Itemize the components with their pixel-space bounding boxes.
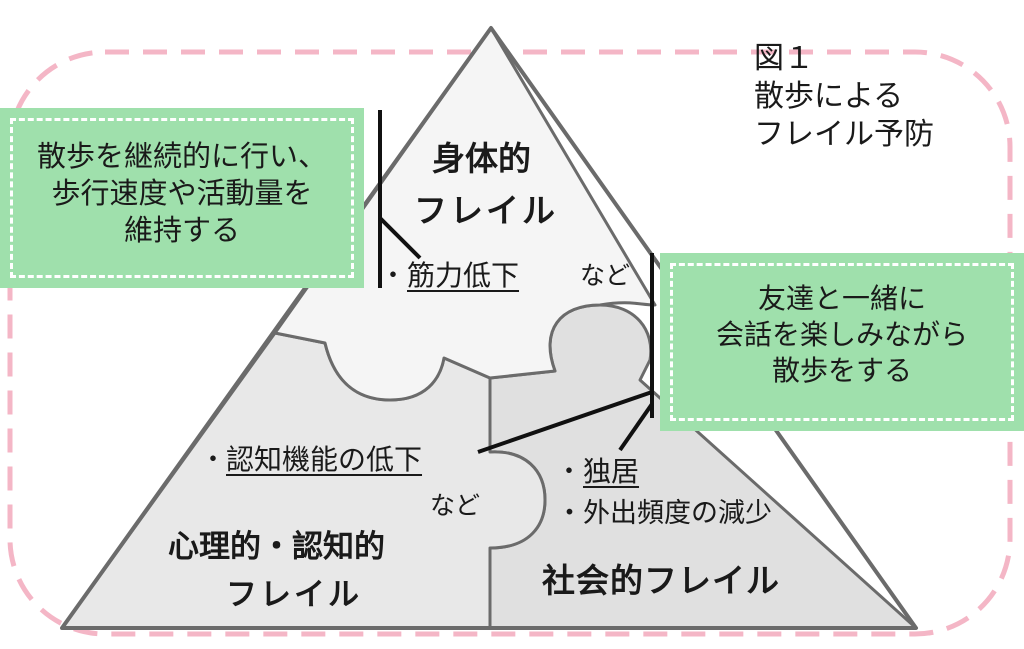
social-item2: ・外出頻度の減少 (556, 498, 772, 529)
psych-item: 認知機能の低下 (226, 443, 423, 476)
psych-bullet: ・ (200, 445, 227, 475)
right-pointer-diag (618, 402, 654, 452)
physical-etc: など (580, 261, 631, 290)
psych-title-line1: 心理的・認知的 (168, 529, 385, 565)
figure-number: 図１ (754, 41, 814, 76)
tip-box-left-border (10, 118, 354, 278)
social-title: 社会的フレイル (542, 561, 780, 600)
physical-item: 筋力低下 (407, 259, 520, 292)
tip-left-line2: 歩行速度や活動量を (51, 176, 313, 211)
tip-box-right-text: 友達と一緒に 会話を楽しみながら 散歩をする (660, 281, 1024, 388)
tip-box-left-text: 散歩を継続的に行い、 歩行速度や活動量を 維持する (0, 138, 364, 249)
tip-box-right: 友達と一緒に 会話を楽しみながら 散歩をする (660, 253, 1024, 431)
psych-etc: など (430, 491, 481, 520)
physical-bullet: ・ (380, 261, 407, 291)
tip-left-line1: 散歩を継続的に行い、 (36, 139, 327, 173)
physical-piece (273, 26, 657, 402)
right-pointer-line (477, 390, 653, 454)
physical-title-line1: 身体的 (432, 139, 531, 178)
physical-title-line2: フレイル (414, 191, 558, 230)
left-pointer-diag (378, 216, 422, 260)
tip-box-right-border (670, 263, 1014, 421)
tip-left-line3: 維持する (123, 213, 240, 248)
tip-right-line2: 会話を楽しみながら (715, 317, 968, 351)
figure-title-line2: フレイル予防 (754, 117, 934, 152)
social-item1: 独居 (583, 455, 640, 488)
tip-right-line3: 散歩をする (771, 353, 912, 387)
social-bullet1: ・ (556, 457, 583, 487)
figure-title-line1: 散歩による (754, 79, 904, 114)
tip-right-line1: 友達と一緒に (757, 282, 926, 315)
tip-box-left: 散歩を継続的に行い、 歩行速度や活動量を 維持する (0, 108, 364, 288)
psych-title-line2: フレイル (226, 577, 362, 613)
